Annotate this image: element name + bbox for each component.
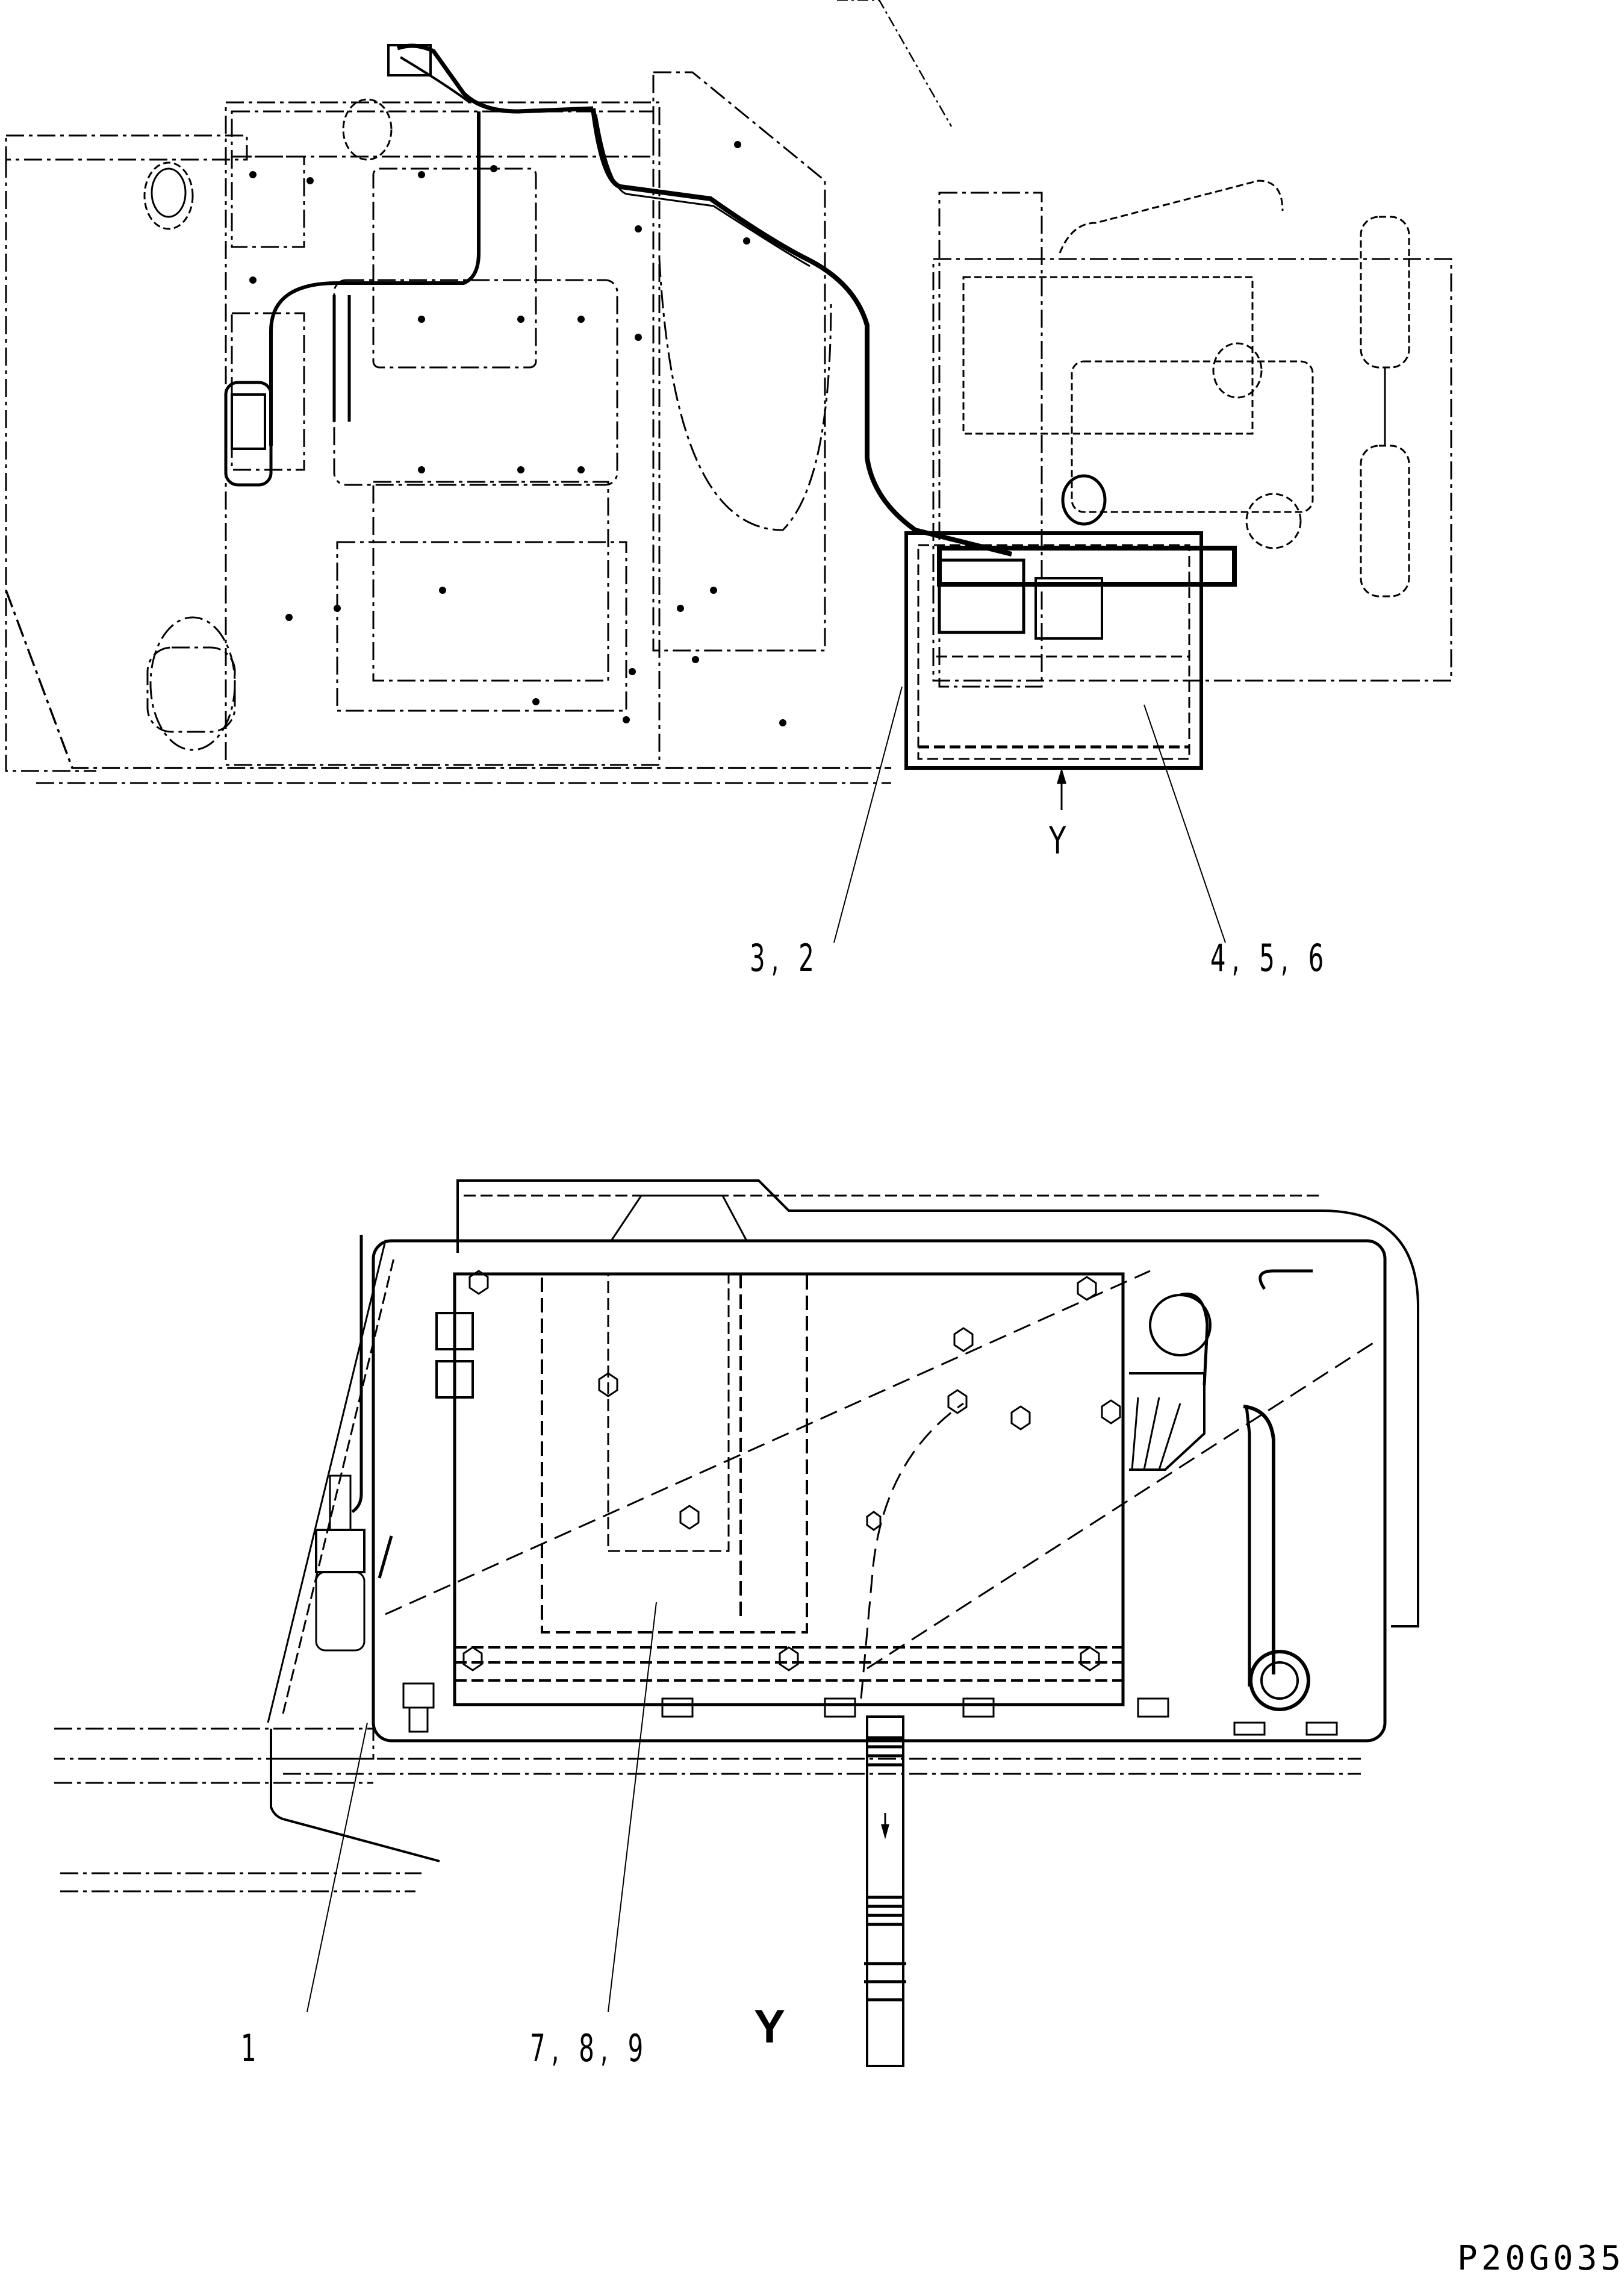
battery-box-upper (904, 531, 1203, 770)
view-y-title: Y (754, 2000, 786, 2053)
leader-lines-upper (833, 686, 1226, 943)
callout-1: 1 (241, 2026, 263, 2070)
view-y-arrow (1056, 767, 1067, 810)
callout-3-2: 3, 2 (750, 936, 820, 980)
drawing-code: P20G035 (1457, 2239, 1624, 2278)
callout-7-8-9: 7, 8, 9 (530, 2026, 650, 2070)
callout-4-5-6: 4, 5, 6 (1210, 936, 1330, 980)
drain-pipe (864, 1715, 906, 2067)
lower-view (54, 1179, 1419, 2067)
upper-view (5, 0, 1452, 784)
view-y-arrow-label: Y (1049, 819, 1066, 863)
